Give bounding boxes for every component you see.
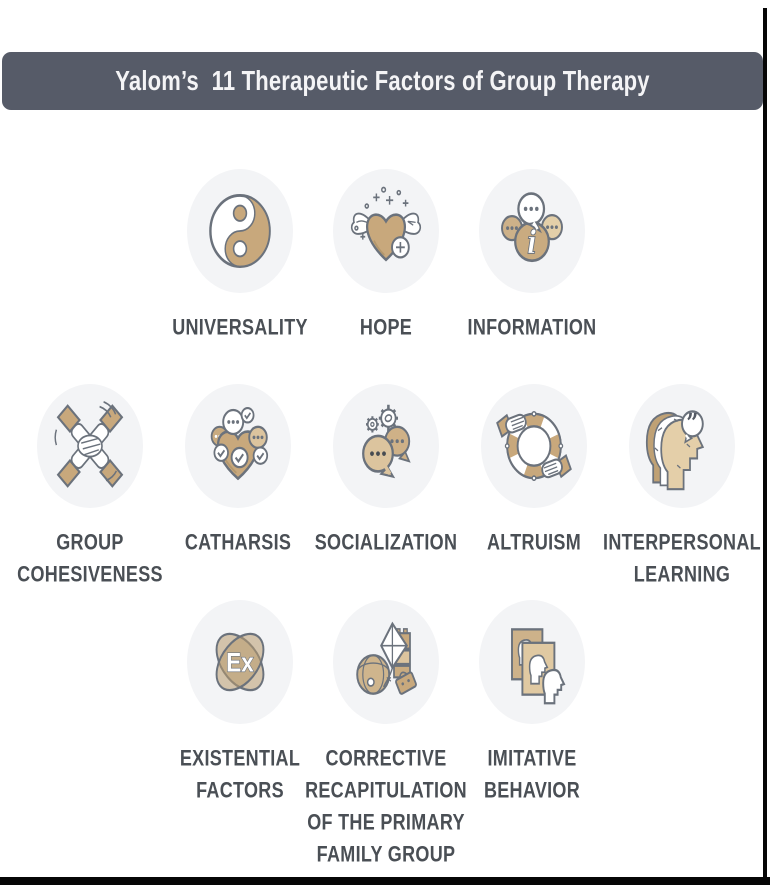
- ex-orbits-icon: Ex: [215, 632, 265, 692]
- page-title: Yalom’s 11 Therapeutic Factors of Group …: [115, 64, 650, 96]
- toys-kite-ball-blocks-icon: [356, 621, 417, 695]
- factor-label: INFORMATION: [467, 314, 597, 340]
- factor-label: GROUP COHESIVENESS: [17, 529, 163, 587]
- frame-bottom-border: [0, 877, 770, 885]
- factor-information: i INFORMATION: [447, 169, 617, 339]
- factor-label: SOCIALIZATION: [314, 529, 458, 555]
- lifebuoy-hands-icon: [496, 410, 572, 482]
- factor-socialization: SOCIALIZATION: [301, 384, 471, 554]
- profile-cards-icon: [511, 628, 566, 705]
- factor-label: INTERPERSONAL LEARNING: [603, 529, 761, 587]
- factor-universality: UNIVERSALITY: [155, 169, 325, 339]
- svg-text:Ex: Ex: [226, 649, 254, 678]
- factor-label: UNIVERSALITY: [172, 314, 308, 340]
- factor-label: CORRECTIVE RECAPITULATION OF THE PRIMARY…: [305, 745, 467, 867]
- factor-corrective-recapitulation: CORRECTIVE RECAPITULATION OF THE PRIMARY…: [301, 600, 471, 866]
- head-profiles-quote-icon: ”: [645, 409, 705, 491]
- factor-imitative-behavior: IMITATIVE BEHAVIOR: [447, 600, 617, 802]
- factor-hope: HOPE: [301, 169, 471, 339]
- winged-heart-icon: [350, 186, 422, 262]
- speech-bubbles-gears-icon: [362, 404, 411, 479]
- title-banner: Yalom’s 11 Therapeutic Factors of Group …: [2, 52, 763, 110]
- factor-label: EXISTENTIAL FACTORS: [179, 745, 301, 803]
- svg-text:”: ”: [686, 409, 698, 438]
- factor-interpersonal-learning: ” INTERPERSONAL LEARNING: [597, 384, 767, 586]
- factor-catharsis: CATHARSIS: [153, 384, 323, 554]
- frame-right-border: [763, 8, 767, 879]
- speech-bubbles-info-icon: i: [501, 192, 563, 263]
- svg-text:i: i: [527, 224, 537, 261]
- stacked-hands-icon: [54, 401, 124, 488]
- factor-group-cohesiveness: GROUP COHESIVENESS: [5, 384, 175, 586]
- heart-bubbles-check-icon: [210, 407, 269, 481]
- factor-label: IMITATIVE BEHAVIOR: [483, 745, 581, 803]
- yin-yang-icon: [209, 194, 271, 268]
- factor-label: ALTRUISM: [486, 529, 582, 555]
- factor-label: CATHARSIS: [184, 529, 292, 555]
- factor-existential-factors: Ex EXISTENTIAL FACTORS: [155, 600, 325, 802]
- factor-label: HOPE: [359, 314, 413, 340]
- factor-altruism: ALTRUISM: [449, 384, 619, 554]
